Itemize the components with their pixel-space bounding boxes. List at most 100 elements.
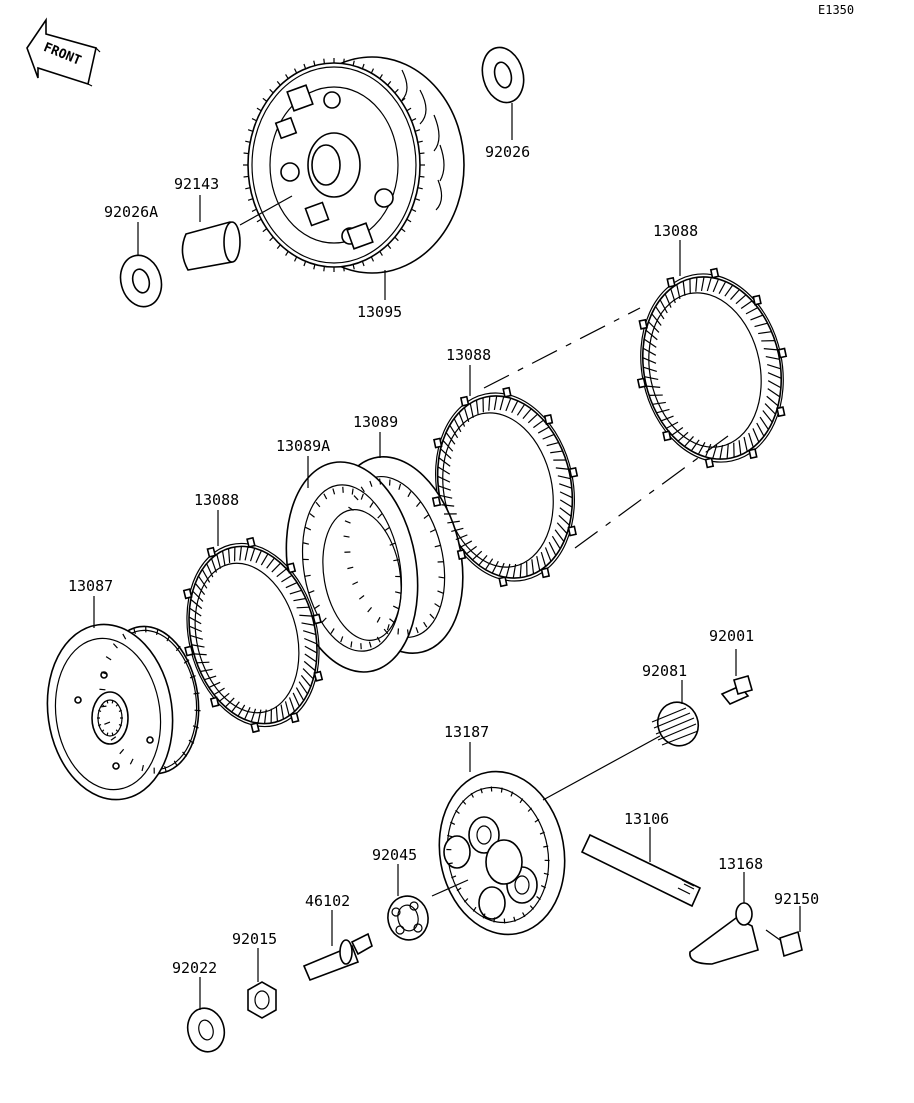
hub-spline [97, 700, 123, 736]
gear-tooth [379, 251, 383, 256]
plate-tab [206, 546, 217, 558]
friction-segment-line [756, 422, 765, 437]
friction-segment-line [695, 277, 698, 292]
friction-segment-line [301, 622, 315, 626]
gear-tooth [376, 616, 381, 623]
gear-tooth [394, 88, 399, 94]
steel-plate-a-teeth [302, 486, 402, 650]
friction-segment-line [516, 404, 526, 416]
gear-tooth [352, 581, 359, 586]
friction-segment-line [260, 553, 269, 566]
gear-tooth [500, 787, 503, 793]
gear-tooth [105, 656, 112, 661]
label-92081: 92081 [642, 662, 687, 680]
gear-tooth [343, 58, 345, 64]
gear-tooth [262, 228, 268, 233]
friction-segment-line [255, 550, 262, 563]
part-92001-bolt [720, 649, 753, 705]
friction-segment-line [764, 403, 776, 415]
part-92081-spring [651, 701, 700, 747]
part-92026A-washer [119, 254, 163, 308]
friction-segment-line [712, 444, 718, 459]
friction-segment-line [684, 436, 694, 447]
gear-tooth [434, 603, 440, 608]
gear-tooth [539, 831, 545, 835]
gear-tooth [104, 721, 111, 725]
gear-tooth [434, 544, 441, 548]
friction-segment-line [292, 692, 300, 707]
gear-tooth [348, 506, 354, 511]
part-13088-friction-plate-top [640, 273, 784, 463]
gear-tooth [269, 88, 274, 94]
friction-segment-line [559, 491, 573, 499]
label-92026: 92026 [485, 143, 530, 161]
gear-tooth [192, 725, 199, 729]
gear-tooth [510, 791, 514, 797]
gear-tooth [462, 800, 467, 805]
label-92001: 92001 [709, 627, 754, 645]
part-92022-washer [186, 1007, 226, 1053]
part-92143-sleeve [181, 195, 293, 271]
gear-tooth [438, 576, 445, 579]
friction-segment-line [712, 278, 720, 293]
friction-segment-line [505, 563, 511, 578]
gear-tooth [480, 788, 483, 794]
plate-tab [776, 406, 786, 418]
friction-segment-line [750, 314, 764, 321]
part-92026-washer [481, 46, 525, 104]
gear-tooth [303, 261, 307, 267]
plate-tabs-top [636, 267, 788, 469]
friction-segment-line [765, 355, 780, 360]
gear-tooth [262, 97, 268, 102]
gear-tooth [164, 765, 167, 773]
friction-segment-line [645, 329, 658, 341]
friction-segment-line [190, 598, 203, 610]
plate-tab [184, 645, 194, 657]
gear-tooth [188, 739, 195, 744]
gear-tooth [388, 479, 391, 486]
friction-segment-line [445, 432, 456, 445]
gear-tooth [101, 729, 105, 733]
friction-segment-line [652, 401, 666, 405]
friction-segment-line [649, 394, 663, 396]
gear-tooth [540, 885, 546, 889]
gear-tooth [330, 628, 335, 634]
gear-tooth [106, 732, 109, 736]
friction-segment-line [665, 421, 679, 429]
gear-tooth [352, 60, 355, 66]
gear-tooth [342, 486, 344, 493]
gear-tooth [145, 626, 147, 633]
friction-segment-line [475, 399, 479, 415]
label-92143: 92143 [174, 175, 219, 193]
plate-tab [748, 448, 758, 460]
friction-segment-line [556, 522, 568, 534]
gear-tooth [370, 68, 375, 74]
gear-tooth [313, 264, 316, 270]
plate-tab [709, 267, 720, 279]
friction-segment-line [700, 276, 705, 292]
gear-tooth [529, 905, 534, 910]
label-13106: 13106 [624, 810, 669, 828]
gear-tooth [251, 208, 257, 212]
gear-tooth [247, 129, 254, 132]
friction-segment-line [670, 288, 676, 304]
gear-tooth [285, 251, 289, 256]
part-92015-nut [247, 981, 277, 1019]
friction-segment-line [299, 614, 313, 617]
gear-tooth [389, 542, 396, 546]
gear-tooth [276, 244, 281, 250]
gear-tooth [293, 256, 298, 262]
friction-segment-line [767, 380, 782, 389]
part-13106-push-rod [580, 833, 702, 908]
gear-tooth [340, 636, 344, 643]
gear-tooth [513, 916, 516, 922]
gear-tooth [315, 501, 321, 508]
gear-tooth [269, 236, 274, 242]
part-13087-clutch-hub [46, 623, 200, 801]
gear-tooth [358, 595, 365, 600]
friction-segment-line [221, 550, 226, 566]
friction-segment-line [548, 541, 557, 556]
friction-segment-line [745, 307, 759, 315]
friction-segment-line [451, 527, 464, 533]
gear-tooth [490, 786, 493, 792]
